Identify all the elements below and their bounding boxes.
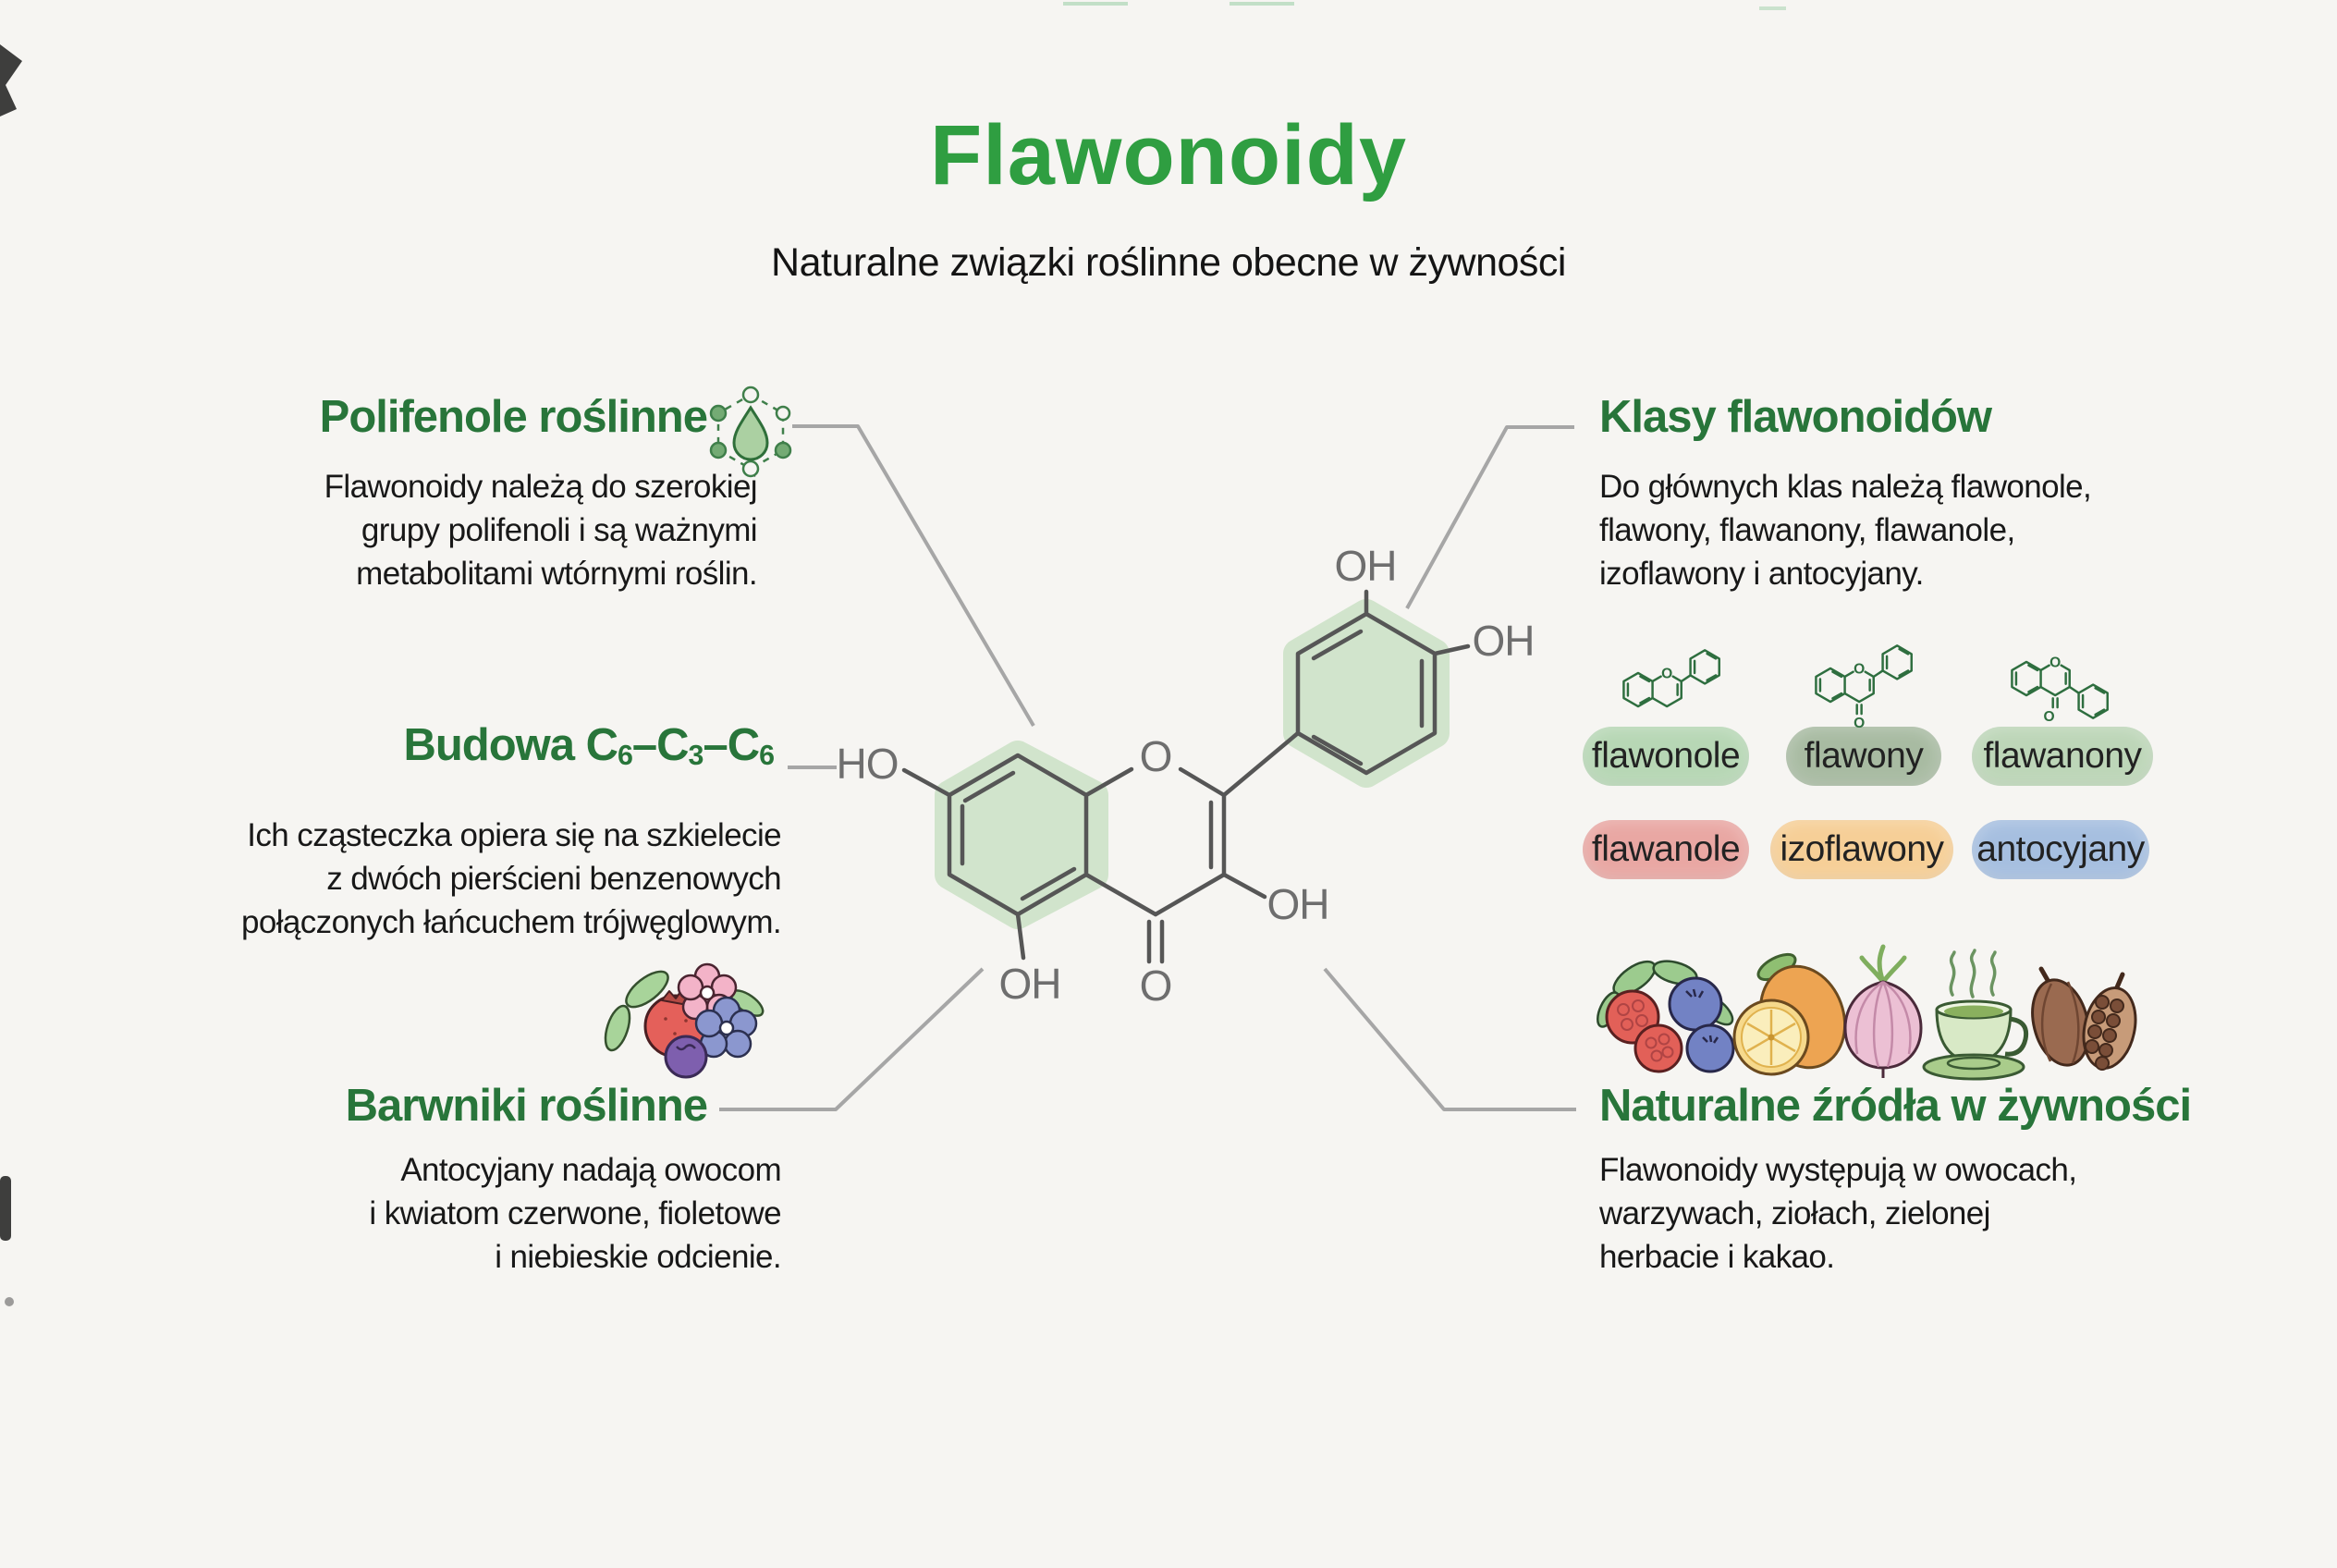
lemon-icon bbox=[1732, 952, 1847, 1076]
flavone-structure-icon: O O bbox=[1815, 644, 1913, 731]
structure-heading: Budowa C6–C3–C6 bbox=[403, 720, 775, 772]
ketone-o-label: O bbox=[2044, 709, 2055, 725]
polyphenol-droplet-icon bbox=[709, 386, 792, 478]
class-pill-flawonole: flawonole bbox=[1583, 727, 1749, 786]
section-pigments: Barwniki roślinne Antocyjany nadają owoc… bbox=[111, 1080, 782, 1279]
section-sources: Naturalne źródła w żywności Flawonoidy w… bbox=[1599, 1080, 2237, 1279]
onion-icon bbox=[1843, 944, 1923, 1078]
structure-body-line: Ich cząsteczka opiera się na szkielecie bbox=[247, 817, 781, 853]
quercetin-structure-diagram: HO O OH O OH OH OH bbox=[837, 542, 1536, 1010]
pigments-heading: Barwniki roślinne bbox=[345, 1081, 708, 1131]
classes-body-line: Do głównych klas należą flawonole, bbox=[1599, 469, 2092, 505]
green-tea-icon bbox=[1922, 949, 2029, 1081]
sources-body-line: Flawonoidy występują w owocach, bbox=[1599, 1152, 2077, 1188]
ketone-o-label: O bbox=[1854, 716, 1865, 731]
pigments-body-line: i niebieskie odcienie. bbox=[495, 1239, 781, 1275]
flavonol-structure-icon: O bbox=[1622, 649, 1720, 708]
sources-body-line: herbacie i kakao. bbox=[1599, 1239, 1835, 1275]
class-pill-izoflawony: izoflawony bbox=[1770, 820, 1953, 879]
section-classes: Klasy flawonoidów Do głównych klas należ… bbox=[1599, 391, 2237, 595]
connector-pigments bbox=[719, 967, 985, 1111]
scan-artifacts bbox=[0, 2, 1786, 1306]
a-ring-highlight bbox=[935, 741, 1108, 929]
section-polyphenols: Polifenole roślinne Flawonoidy należą do… bbox=[111, 391, 781, 595]
berries-flowers-icon bbox=[604, 962, 765, 1079]
class-pill-flawanony: flawanony bbox=[1972, 727, 2153, 786]
section-structure: Budowa C6–C3–C6 Ich cząsteczka opiera si… bbox=[111, 719, 782, 944]
connector-classes bbox=[1405, 425, 1574, 609]
molecule-label-ho: HO bbox=[837, 740, 899, 788]
molecule-label-oh-b-right: OH bbox=[1473, 617, 1535, 665]
connector-lines bbox=[719, 424, 1576, 1111]
blue-flower bbox=[694, 996, 758, 1059]
molecule-label-ring-o: O bbox=[1140, 732, 1172, 780]
molecule-label-oh-b-top: OH bbox=[1335, 542, 1397, 590]
classes-heading: Klasy flawonoidów bbox=[1599, 392, 1992, 442]
molecule-label-ketone-o: O bbox=[1140, 962, 1172, 1010]
berries-icon bbox=[1597, 960, 1735, 1073]
ring-o-label: O bbox=[1661, 667, 1672, 682]
polyphenols-body-line: Flawonoidy należą do szerokiej bbox=[324, 469, 758, 505]
molecule-label-oh3: OH bbox=[1267, 880, 1329, 928]
structure-body-line: połączonych łańcuchem trójwęglowym. bbox=[241, 904, 782, 940]
classes-body-line: izoflawony i antocyjany. bbox=[1599, 556, 1924, 592]
isoflavone-structure-icon: O O bbox=[2011, 655, 2109, 725]
polyphenols-body-line: metabolitami wtórnymi roślin. bbox=[356, 556, 757, 592]
ring-o-label: O bbox=[1854, 662, 1865, 678]
polyphenols-body-line: grupy polifenoli i są ważnymi bbox=[361, 512, 758, 548]
pigments-body-line: i kwiatom czerwone, fioletowe bbox=[369, 1195, 781, 1231]
polyphenols-heading: Polifenole roślinne bbox=[319, 392, 708, 442]
sources-body-line: warzywach, ziołach, zielonej bbox=[1599, 1195, 1990, 1231]
class-pill-antocyjany: antocyjany bbox=[1972, 820, 2149, 879]
sources-heading: Naturalne źródła w żywności bbox=[1599, 1081, 2192, 1131]
connector-polyphenols bbox=[792, 424, 1035, 728]
cacao-icon bbox=[2031, 966, 2137, 1071]
page-title: Flawonoidy bbox=[930, 108, 1407, 202]
structure-body-line: z dwóch pierścieni benzenowych bbox=[326, 861, 781, 897]
molecule-label-oh5: OH bbox=[999, 960, 1061, 1008]
classes-body-line: flawony, flawanony, flawanole, bbox=[1599, 512, 2015, 548]
pigments-body-line: Antocyjany nadają owocom bbox=[400, 1152, 781, 1188]
molecule-labels: HO O OH O OH OH OH bbox=[837, 542, 1536, 1010]
b-ring-highlight bbox=[1283, 599, 1450, 788]
class-pill-flawanole: flawanole bbox=[1583, 820, 1749, 879]
ring-o-label: O bbox=[2049, 655, 2061, 671]
page-subtitle: Naturalne związki roślinne obecne w żywn… bbox=[771, 240, 1566, 285]
class-pill-flawony: flawony bbox=[1786, 727, 1941, 786]
connector-sources bbox=[1323, 967, 1576, 1111]
